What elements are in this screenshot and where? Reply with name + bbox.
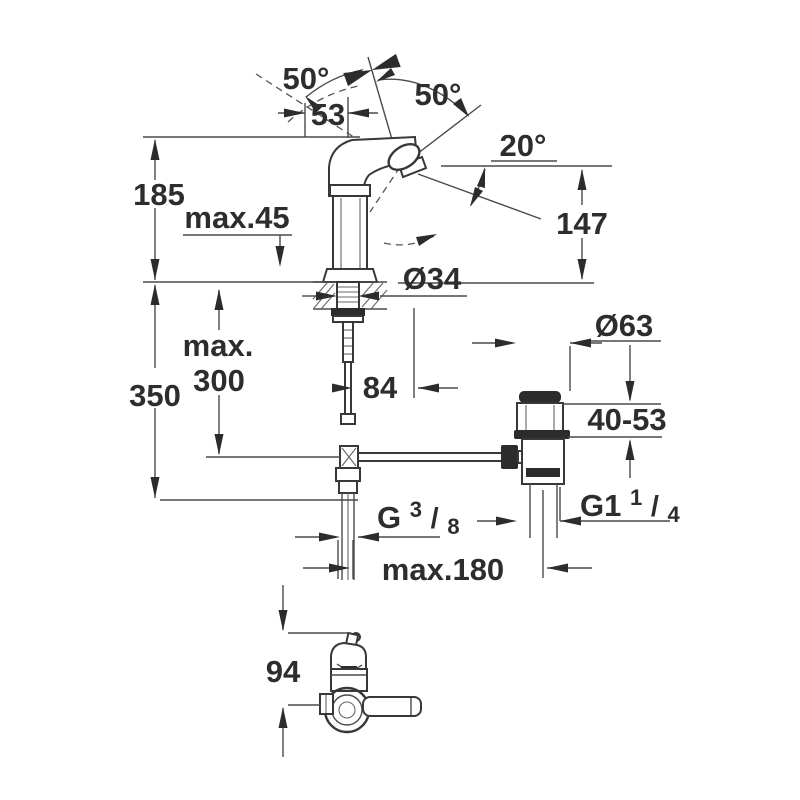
below-deck-hardware bbox=[331, 281, 527, 580]
label-max-deck-thickness: max.45 bbox=[184, 200, 289, 235]
label-drain-thread: G1 1 / 4 bbox=[580, 477, 681, 527]
label-projection: 84 bbox=[363, 370, 398, 405]
drain-gasket bbox=[514, 430, 570, 439]
faucet-handle-knob bbox=[387, 143, 421, 171]
rod-nut bbox=[340, 413, 356, 425]
valve-dome bbox=[330, 641, 367, 670]
locknut bbox=[331, 308, 365, 316]
drain-assembly bbox=[514, 391, 570, 578]
label-drain-deck-range: 40-53 bbox=[587, 402, 666, 437]
label-swing-left: 50° bbox=[283, 61, 330, 96]
faucet-collar bbox=[329, 184, 371, 197]
faucet-body bbox=[332, 195, 368, 271]
handle-swing-lines bbox=[255, 53, 482, 213]
label-max-spacing: max.180 bbox=[382, 552, 504, 587]
label-spout-offset: 53 bbox=[311, 97, 345, 132]
handle-top-position-icon bbox=[343, 53, 401, 87]
label-outlet-height: 147 bbox=[556, 206, 608, 241]
mounting-rod bbox=[342, 321, 354, 363]
drain-cap bbox=[519, 391, 561, 403]
label-total-depth: 350 bbox=[129, 378, 181, 413]
faucet-base-flange bbox=[321, 268, 379, 283]
drain-upper-body bbox=[516, 402, 564, 433]
outlet-angle-lines bbox=[383, 160, 612, 246]
dimension-labels: 50° 50° 53 20° 185 max.45 147 Ø34 max. 3… bbox=[129, 61, 680, 689]
label-valve-height: 94 bbox=[266, 654, 301, 689]
label-swing-right: 50° bbox=[415, 77, 462, 112]
linkage-coupling bbox=[501, 445, 518, 469]
threaded-shank bbox=[336, 281, 360, 310]
label-max-word: max. bbox=[183, 328, 254, 363]
label-max-mount-depth: 300 bbox=[193, 363, 245, 398]
valve-lever bbox=[362, 696, 422, 717]
label-outlet-angle: 20° bbox=[500, 128, 547, 163]
dimension-arrows bbox=[150, 108, 635, 728]
label-height-above-deck: 185 bbox=[133, 177, 185, 212]
label-supply-thread: G 3 / 8 bbox=[377, 489, 460, 539]
horizontal-linkage-rod bbox=[357, 452, 504, 462]
drain-lower-body bbox=[521, 438, 565, 485]
supply-fitting bbox=[335, 467, 361, 482]
angle-valve-drawing bbox=[319, 631, 422, 734]
faucet-drawing bbox=[321, 135, 428, 283]
label-drain-flange-diameter: Ø63 bbox=[595, 308, 654, 343]
label-hole-diameter: Ø34 bbox=[403, 261, 462, 296]
